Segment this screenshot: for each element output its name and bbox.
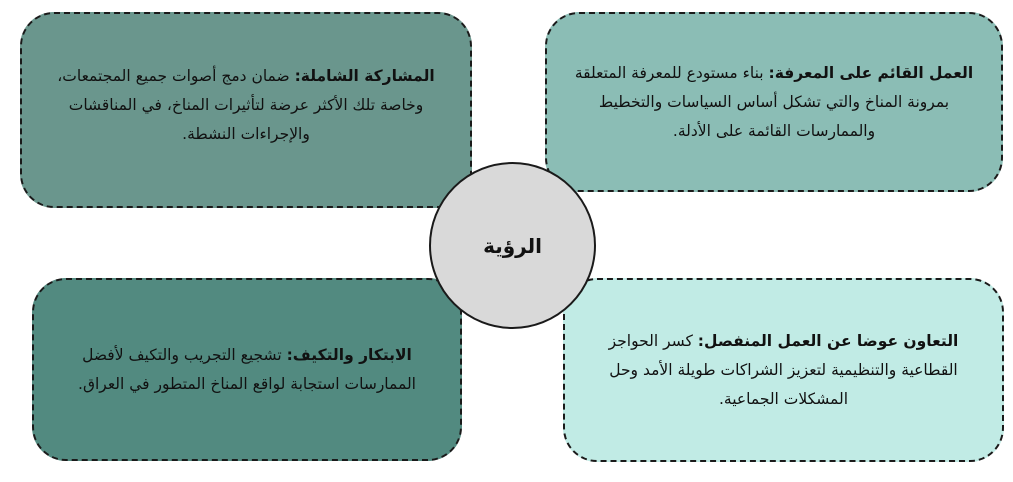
box-content: العمل القائم على المعرفة: بناء مستودع لل…	[569, 59, 979, 146]
box-text: ضمان دمج أصوات جميع المجتمعات، وخاصة تلك…	[57, 67, 424, 143]
box-title: الابتكار والتكيف:	[286, 345, 412, 364]
box-innovation-adaptation: الابتكار والتكيف: تشجيع التجريب والتكيف …	[32, 278, 462, 461]
box-text: كسر الحواجز القطاعية والتنظيمية لتعزيز ا…	[608, 331, 958, 408]
box-title: المشاركة الشاملة:	[294, 67, 435, 85]
box-content: التعاون عوضا عن العمل المنفصل: كسر الحوا…	[587, 327, 980, 414]
box-text: تشجيع التجريب والتكيف لأفضل الممارسات اس…	[78, 345, 416, 393]
box-content: المشاركة الشاملة: ضمان دمج أصوات جميع ال…	[44, 62, 448, 149]
box-text: بناء مستودع للمعرفة المتعلقة بمرونة المن…	[574, 63, 950, 140]
box-title: التعاون عوضا عن العمل المنفصل:	[697, 331, 959, 350]
box-content: الابتكار والتكيف: تشجيع التجريب والتكيف …	[56, 341, 438, 399]
box-collaboration: التعاون عوضا عن العمل المنفصل: كسر الحوا…	[563, 278, 1004, 462]
box-knowledge-based-work: العمل القائم على المعرفة: بناء مستودع لل…	[545, 12, 1003, 192]
vision-label: الرؤية	[483, 233, 542, 258]
box-inclusive-participation: المشاركة الشاملة: ضمان دمج أصوات جميع ال…	[20, 12, 472, 208]
box-title: العمل القائم على المعرفة:	[768, 63, 974, 82]
vision-center-circle: الرؤية	[429, 162, 596, 329]
